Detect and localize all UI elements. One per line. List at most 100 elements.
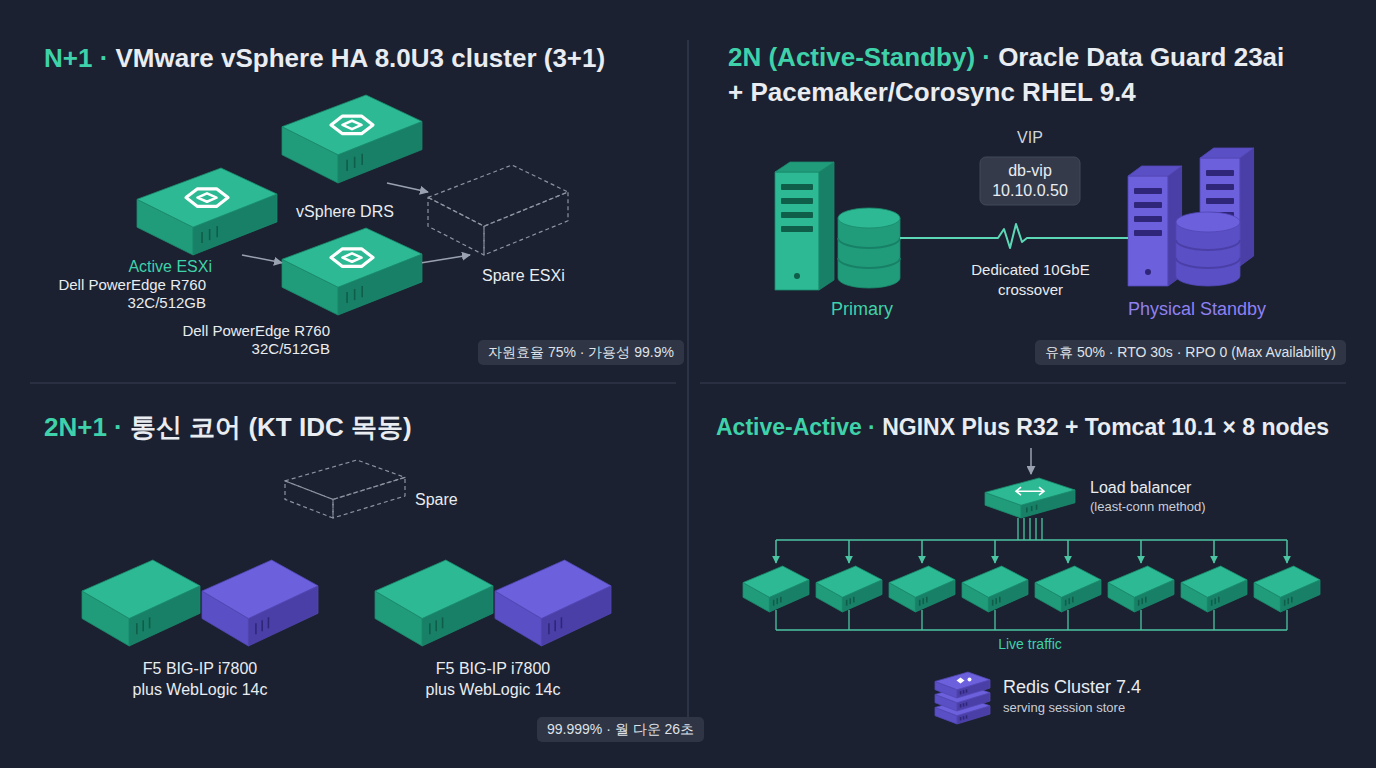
flow-label: Live traffic <box>980 636 1080 653</box>
drive-slot <box>1206 170 1234 176</box>
node-title: Load balancer <box>1090 478 1270 498</box>
vent-mark <box>1138 600 1140 606</box>
database-cylinder <box>1176 212 1240 286</box>
fanout-drop <box>775 540 777 563</box>
migration-arrow <box>422 255 470 263</box>
drive-slot <box>1206 184 1234 190</box>
node-icon <box>428 165 568 255</box>
tower-face <box>1240 148 1254 266</box>
server-slab <box>202 560 318 646</box>
vent-mark <box>926 597 928 603</box>
drive-slot <box>1134 188 1162 194</box>
redis-mark <box>957 678 965 684</box>
server-slab <box>962 566 1028 612</box>
cylinder-top <box>838 208 900 228</box>
server-slab <box>1108 566 1174 612</box>
vent-mark <box>780 597 782 603</box>
cylinder-top <box>1176 212 1240 232</box>
core-pair: F5 BIG-IP i7800 plus WebLogic 14c <box>82 558 318 648</box>
vent-mark <box>1145 597 1147 603</box>
vent-mark <box>1068 598 1070 604</box>
server-slab <box>375 560 493 646</box>
vent-mark <box>354 289 356 300</box>
vent-mark <box>442 617 444 628</box>
vent-mark <box>346 292 348 303</box>
panel-title: VMware vSphere HA 8.0U3 cluster (3+1) <box>44 41 684 76</box>
pattern-name: Active-Active · <box>716 412 876 443</box>
server-slab <box>985 478 1075 518</box>
vent-mark <box>149 617 151 628</box>
slab-face <box>428 165 568 226</box>
vent-mark <box>136 623 138 634</box>
slab-face <box>282 228 422 287</box>
vent-mark <box>346 160 348 171</box>
vent-mark <box>361 154 363 165</box>
cylinder-band <box>838 258 900 268</box>
fanout-wire <box>1023 518 1024 540</box>
vent-mark <box>201 232 203 243</box>
traffic-tick <box>775 610 776 630</box>
pattern-name: N+1 · <box>44 41 108 76</box>
node-title: Redis Cluster 7.4 <box>1003 676 1223 699</box>
fanout-drop <box>1067 540 1069 563</box>
vent-mark <box>548 623 550 634</box>
heartbeat-link <box>900 224 1128 248</box>
vmware-logo <box>343 253 362 261</box>
server-slab <box>282 228 422 315</box>
standby-db-server: Physical Standby <box>1128 148 1258 288</box>
panel-title: NGINX Plus R32 + Tomcat 10.1 × 8 nodes <box>716 412 1366 443</box>
fanout-wire <box>1035 518 1036 540</box>
slab-face <box>889 566 955 597</box>
server-slab <box>935 672 990 698</box>
vent-mark <box>919 600 921 606</box>
server-slab <box>282 95 422 183</box>
vent-mark <box>966 715 968 718</box>
server-slab <box>743 566 809 612</box>
vent-mark <box>966 702 968 705</box>
migration-arrow <box>387 183 428 192</box>
node-detail: serving session store <box>1003 700 1223 716</box>
vmware-logo <box>331 249 373 267</box>
vent-mark <box>209 229 211 240</box>
drive-slot <box>781 226 813 232</box>
fanout-wire <box>1029 518 1030 540</box>
node-detail: Dell PowerEdge R760 32C/512GB <box>34 276 206 312</box>
vent-mark <box>216 226 218 237</box>
primary-db-server: Primary <box>775 160 900 290</box>
traffic-bus <box>776 629 1287 631</box>
node-icon <box>282 95 422 183</box>
panel-title: Oracle Data Guard 23ai + Pacemaker/Coros… <box>728 40 1295 110</box>
vent-mark <box>922 598 924 604</box>
slab-face <box>428 197 484 255</box>
node-title: VIP <box>980 128 1080 148</box>
link-label: Dedicated 10GbE crossover <box>968 260 1093 300</box>
tower-server <box>1128 166 1182 286</box>
vent-mark <box>268 617 270 628</box>
node-detail: (least-conn method) <box>1090 499 1270 515</box>
node-title: Physical Standby <box>1112 298 1282 321</box>
pattern-name: 2N+1 · <box>44 410 123 445</box>
panel-title: 통신 코어 (KT IDC 목동) <box>44 410 674 445</box>
load-balancer: Load balancer(least-conn method) <box>985 478 1075 518</box>
spare-host: Spare <box>285 460 405 518</box>
traffic-tick <box>1140 610 1141 630</box>
vent-mark <box>1036 505 1038 510</box>
vent-mark <box>1284 600 1286 606</box>
node-icon <box>985 478 1075 518</box>
pattern-name: 2N (Active-Standby) · <box>728 40 991 75</box>
redis-cluster: Redis Cluster 7.4serving session store <box>935 672 990 724</box>
cylinder-band <box>838 238 900 248</box>
stat-badge: 유휴 50% · RTO 30s · RPO 0 (Max Availabili… <box>1035 340 1346 365</box>
server-slab <box>495 560 611 646</box>
server-slab <box>1035 566 1101 612</box>
slab-face <box>743 566 809 597</box>
traffic-tick <box>1286 610 1287 630</box>
slab-face <box>82 560 200 619</box>
traffic-tick <box>1067 610 1068 630</box>
slab-face <box>1254 566 1320 597</box>
drive-slot <box>1134 202 1162 208</box>
vent-mark <box>963 716 965 719</box>
fanout-drop <box>1213 540 1215 563</box>
